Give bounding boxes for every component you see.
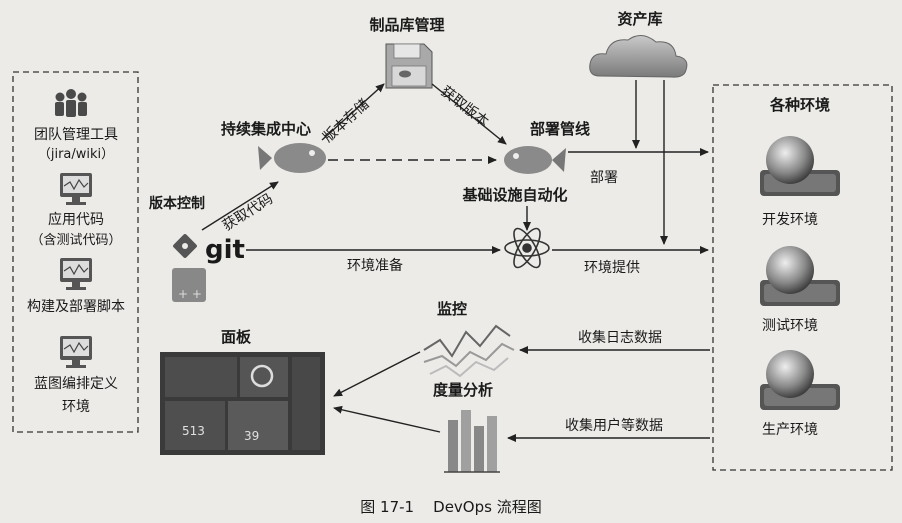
left-item-label-1: 应用代码 [48, 211, 104, 228]
asset-repo-label: 资产库 [617, 10, 662, 28]
git-logo-icon [173, 234, 197, 258]
environments-panel-border [712, 84, 893, 471]
env-test-label: 测试环境 [762, 318, 818, 334]
atom-icon [504, 227, 550, 269]
left-panel-border [12, 71, 139, 433]
edge-label-version-store: 版本存储 [320, 96, 372, 145]
edge-metrics-to-dashboard [333, 405, 441, 433]
floppy-disk-icon [385, 43, 433, 89]
edge-fetch-code [201, 181, 279, 231]
infra-automation-label: 基础设施自动化 [461, 186, 567, 204]
line-chart-icon [423, 324, 515, 378]
dashboard-tile-b: 39 [244, 429, 259, 443]
plus-box-icon: + + [172, 268, 206, 302]
monitor-icon [60, 173, 92, 205]
artifact-repo-label: 制品库管理 [369, 16, 444, 34]
server-globe-icon [760, 350, 840, 410]
deploy-pipeline-label: 部署管线 [530, 120, 590, 138]
env-dev-label: 开发环境 [762, 212, 818, 228]
bar-chart-icon [444, 410, 500, 473]
monitor-icon [60, 336, 92, 368]
left-item-sub-1: （含测试代码） [30, 232, 121, 248]
left-item-label-2: 构建及部署脚本 [27, 299, 125, 315]
cloud-icon [589, 35, 688, 78]
monitor-icon [60, 258, 92, 290]
edge-label-deploy: 部署 [590, 170, 618, 186]
ci-center-label: 持续集成中心 [221, 120, 311, 138]
team-icon [55, 89, 87, 117]
left-item-label-3: 蓝图编排定义 [34, 376, 118, 392]
edge-label-fetch-version: 获取版本 [437, 83, 491, 130]
dashboard-label: 面板 [221, 328, 252, 346]
edge-label-collect-logs: 收集日志数据 [578, 329, 662, 346]
left-item-label-0: 团队管理工具 [34, 127, 118, 143]
left-item-sub-3: 环境 [62, 399, 90, 415]
server-globe-icon [760, 246, 840, 306]
edge-fetch-version [431, 83, 507, 145]
server-globe-icon [760, 136, 840, 196]
environments-title: 各种环境 [769, 96, 830, 114]
git-logo-text: git [205, 235, 245, 265]
edge-label-env-prep: 环境准备 [347, 257, 403, 274]
env-prod-label: 生产环境 [762, 422, 818, 438]
version-control-label: 版本控制 [149, 195, 205, 212]
left-item-sub-0: （jira/wiki） [38, 147, 114, 162]
metrics-label: 度量分析 [433, 381, 493, 399]
figure-caption: 图 17-1 DevOps 流程图 [360, 498, 541, 516]
edge-version-store [321, 83, 385, 141]
fish-icon [504, 146, 566, 174]
svg-text:+ +: + + [178, 287, 202, 301]
edge-monitor-to-dashboard [333, 351, 421, 397]
fish-icon [258, 143, 326, 173]
edge-label-env-provide: 环境提供 [584, 260, 640, 276]
edge-label-collect-user: 收集用户等数据 [565, 417, 663, 434]
monitoring-label: 监控 [437, 300, 467, 318]
dashboard-thumbnail [160, 352, 325, 455]
dashboard-tile-a: 513 [182, 424, 205, 438]
